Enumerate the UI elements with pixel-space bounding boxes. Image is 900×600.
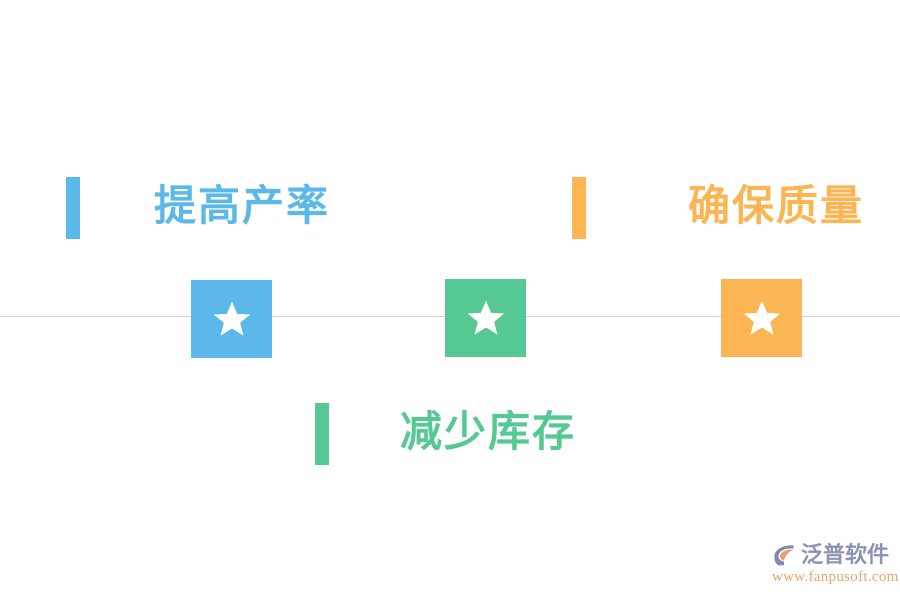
watermark-url-text: www.fanpusoft.com <box>772 569 899 585</box>
star-tile-reduce-inventory <box>445 279 526 357</box>
star-icon <box>211 299 253 339</box>
accent-bar-improve-yield <box>66 177 80 239</box>
caption-ensure-quality: 确保质量 <box>688 182 865 229</box>
star-icon <box>741 298 783 338</box>
watermark-brand-text: 泛普软件 <box>801 542 890 567</box>
star-tile-ensure-quality <box>721 279 802 357</box>
star-tile-improve-yield <box>191 280 272 358</box>
watermark: 泛普软件 www.fanpusoft.com <box>772 540 899 590</box>
caption-improve-yield: 提高产率 <box>154 182 331 229</box>
accent-bar-reduce-inventory <box>315 403 329 465</box>
fanpu-swoosh-logo-icon <box>772 542 798 568</box>
accent-bar-ensure-quality <box>572 177 586 239</box>
star-icon <box>465 298 507 338</box>
watermark-brand-row: 泛普软件 <box>772 540 896 570</box>
caption-reduce-inventory: 减少库存 <box>400 408 577 455</box>
